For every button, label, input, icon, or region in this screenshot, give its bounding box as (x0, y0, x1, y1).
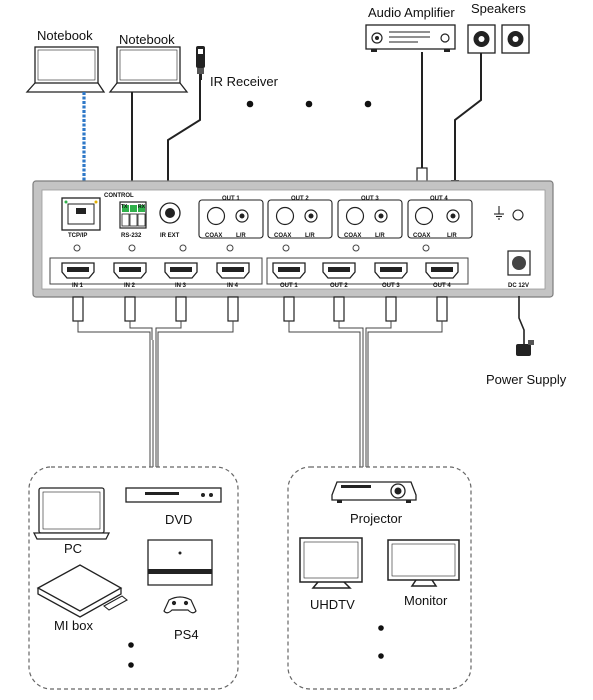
dvd-player-icon (125, 487, 222, 503)
hdmi-input-cables (72, 296, 239, 467)
audio-out-3 (337, 199, 403, 239)
hdmi-output-cables (283, 296, 448, 467)
hdmi-output-group (266, 257, 469, 285)
power-supply-icon (516, 296, 534, 356)
ir-ext-label: IR EXT (160, 233, 180, 239)
hdmi-in-label: IN 3 (175, 283, 187, 289)
lr-label: L/R (305, 233, 315, 239)
gamepad-icon (163, 596, 197, 614)
speakers-label: Speakers (471, 1, 526, 16)
coax-label: COAX (205, 233, 223, 239)
indicator-hole (73, 244, 81, 252)
monitor-icon (387, 539, 460, 587)
hdmi-out-label: OUT 2 (330, 283, 348, 289)
notebook-label: Notebook (119, 32, 175, 47)
rs232-label: RS-232 (121, 233, 142, 239)
audio-out-1 (198, 199, 264, 239)
ir-ext-jack (159, 202, 181, 224)
speakers-icon (467, 24, 530, 54)
indicator-hole (179, 244, 187, 252)
hdmi-in-label: IN 2 (124, 283, 136, 289)
hdmi-port-out-4 (425, 262, 459, 279)
notebook-label: Notebook (37, 28, 93, 43)
hdmi-port-out-1 (272, 262, 306, 279)
tx-label: TX (121, 204, 128, 210)
tcpip-port (61, 197, 101, 231)
ellipsis-dot (378, 653, 384, 659)
ir-receiver-label: IR Receiver (210, 74, 278, 89)
indicator-hole (128, 244, 136, 252)
hdmi-port-in-4 (216, 262, 250, 279)
ellipsis-dot (128, 642, 134, 648)
indicator-hole (352, 244, 360, 252)
audio-out-title: OUT 3 (361, 196, 379, 202)
source-devices-group (28, 466, 239, 690)
hdmi-port-in-2 (113, 262, 147, 279)
coax-label: COAX (413, 233, 431, 239)
hdmi-port-out-2 (322, 262, 356, 279)
indicator-hole (422, 244, 430, 252)
lr-label: L/R (375, 233, 385, 239)
ellipsis-dot (305, 100, 313, 108)
audio-amplifier-icon (365, 24, 456, 52)
notebook-right-icon (108, 46, 189, 93)
power-supply-label: Power Supply (486, 372, 567, 387)
dvd-label: DVD (165, 512, 193, 527)
rs232-terminal (119, 201, 147, 229)
audio-out-title: OUT 2 (291, 196, 309, 202)
lr-label: L/R (236, 233, 246, 239)
hdmi-out-label: OUT 3 (382, 283, 400, 289)
coax-label: COAX (274, 233, 292, 239)
tcpip-label: TCP/IP (68, 233, 88, 239)
audio-amplifier-label: Audio Amplifier (368, 5, 455, 20)
audio-out-title: OUT 4 (430, 196, 448, 202)
dc-power-jack (507, 250, 531, 276)
hdmi-input-group (49, 257, 263, 285)
indicator-hole (282, 244, 290, 252)
hdmi-out-label: OUT 1 (280, 283, 298, 289)
display-devices-group (287, 466, 472, 690)
notebook-left-icon (25, 46, 106, 93)
hdmi-port-out-3 (374, 262, 408, 279)
pc-label: PC (64, 541, 83, 556)
indicator-hole (226, 244, 234, 252)
ir-cable (167, 80, 201, 200)
ps4-label: PS4 (174, 627, 199, 642)
monitor-label: Monitor (404, 593, 448, 608)
hdmi-port-in-3 (164, 262, 198, 279)
lr-label: L/R (447, 233, 457, 239)
ellipsis-dot (378, 625, 384, 631)
hdmi-in-label: IN 4 (227, 283, 239, 289)
mi-box-label: MI box (54, 618, 94, 633)
ellipsis-dot (246, 100, 254, 108)
hdmi-out-label: OUT 4 (433, 283, 451, 289)
ellipsis-dot (364, 100, 372, 108)
coax-label: COAX (344, 233, 362, 239)
control-label: CONTROL (104, 193, 134, 199)
dc-label: DC 12V (508, 283, 530, 289)
ground-icon (494, 206, 504, 220)
pc-laptop-icon (32, 487, 111, 540)
projector-icon (331, 481, 417, 503)
rx-label: RX (138, 204, 145, 210)
mi-box-icon (36, 564, 128, 618)
hdmi-port-in-1 (61, 262, 95, 279)
uhdtv-label: UHDTV (310, 597, 355, 612)
uhdtv-icon (299, 537, 363, 589)
audio-out-title: OUT 1 (222, 196, 240, 202)
audio-out-4 (407, 199, 473, 239)
projector-label: Projector (350, 511, 403, 526)
hdmi-in-label: IN 1 (72, 283, 84, 289)
ir-receiver-icon (196, 46, 205, 80)
ethernet-cable (79, 92, 90, 196)
audio-out-2 (267, 199, 333, 239)
speaker-audio-cable (454, 53, 482, 180)
ground-screw (512, 209, 524, 221)
ellipsis-dot (128, 662, 134, 668)
ps4-console-icon (147, 539, 213, 586)
